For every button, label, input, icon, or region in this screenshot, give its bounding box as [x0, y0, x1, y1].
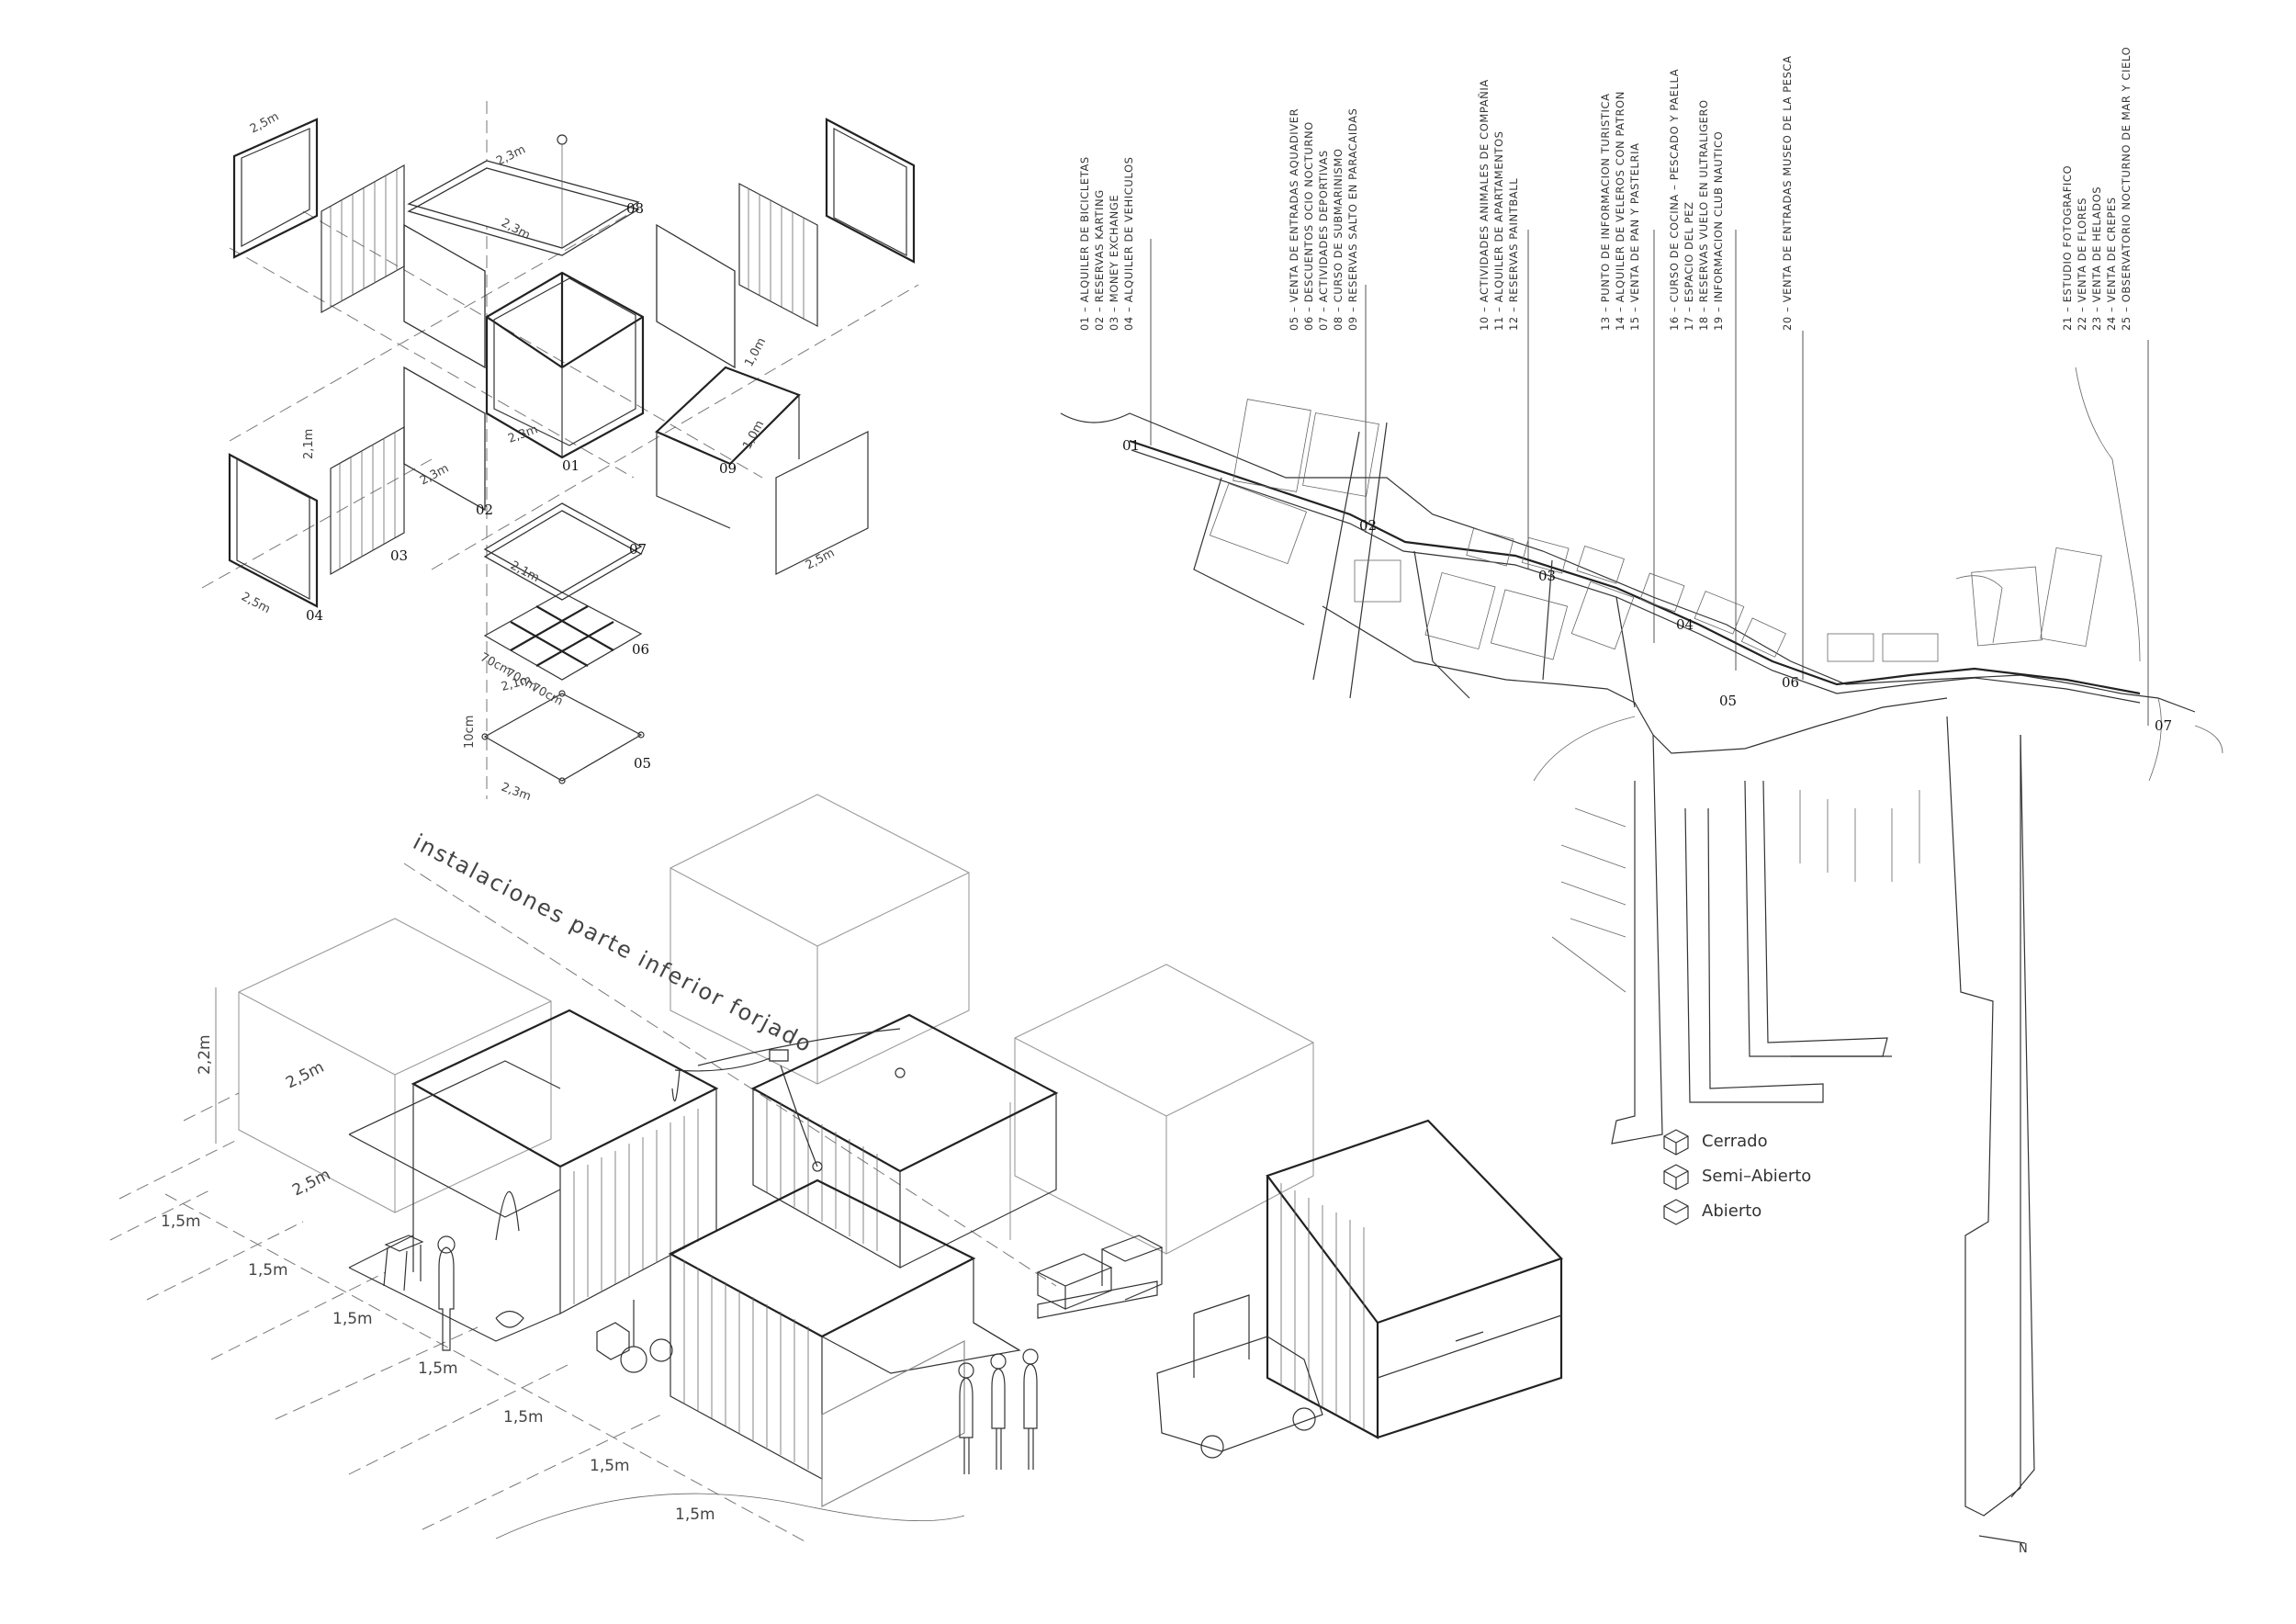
service-item: 14 – ALQUILER DE VELEROS CON PATRON — [1614, 91, 1626, 331]
dimension: 2,3m — [418, 462, 451, 489]
base-05 — [481, 690, 645, 784]
dimension: 1,5m — [418, 1359, 458, 1378]
service-item: 21 – ESTUDIO FOTOGRAFICO — [2061, 165, 2074, 331]
frame-cube-01 — [485, 271, 645, 459]
legend-item-open: Abierto — [1663, 1199, 1761, 1225]
dimension: 2,5m — [239, 590, 272, 616]
legend-label: Cerrado — [1702, 1132, 1768, 1151]
location-label: 06 — [1782, 674, 1799, 691]
people-silhouettes — [437, 1235, 1039, 1474]
service-item: 20 – VENTA DE ENTRADAS MUSEO DE LA PESCA — [1781, 55, 1794, 331]
dimension: 2,3m — [494, 142, 528, 168]
installation-note: instalaciones parte inferior forjado — [409, 829, 816, 1057]
service-item: 22 – VENTA DE FLORES — [2076, 197, 2088, 331]
part-label: 09 — [719, 460, 737, 477]
service-item: 08 – CURSO DE SUBMARINISMO — [1332, 148, 1345, 331]
part-label: 04 — [306, 607, 323, 624]
part-label: 05 — [634, 755, 651, 772]
exploded-module: 08 01 02 03 04 05 06 07 09 2,5m 2,3m 2,3… — [201, 101, 919, 804]
part-label: 07 — [629, 541, 647, 558]
service-item: 11 – ALQUILER DE APARTAMENTOS — [1492, 130, 1505, 331]
service-item: 06 – DESCUENTOS OCIO NOCTURNO — [1302, 121, 1315, 331]
legend-label: Abierto — [1702, 1201, 1761, 1221]
dimension: 1,5m — [675, 1506, 715, 1524]
grid-06 — [483, 592, 643, 681]
dimension: 2,2m — [196, 1034, 214, 1075]
service-item: 01 – ALQUILER DE BICICLETAS — [1078, 156, 1091, 331]
module-closed — [1266, 1119, 1563, 1439]
roof-plate-08 — [407, 134, 640, 256]
location-label: 05 — [1719, 693, 1737, 709]
site-plan: 01 02 03 04 05 06 07 N — [1060, 367, 2223, 1556]
service-item: 04 – ALQUILER DE VEHICULOS — [1122, 157, 1135, 332]
frame-panel-04 — [228, 118, 319, 608]
dimension: 1,0m — [742, 335, 769, 368]
awning-09 — [655, 366, 801, 529]
service-item: 03 – MONEY EXCHANGE — [1108, 195, 1120, 331]
module-left — [348, 1009, 719, 1342]
dimension: 1,5m — [503, 1408, 544, 1427]
dimension: 2,3m — [506, 423, 539, 445]
location-label: 07 — [2155, 717, 2172, 734]
service-item: 13 – PUNTO DE INFORMACION TURISTICA — [1599, 93, 1612, 331]
dimension: 2,5m — [289, 1166, 333, 1201]
part-label: 08 — [626, 200, 644, 217]
dimension: 1,0m — [740, 418, 767, 451]
service-item: 18 – RESERVAS VUELO EN ULTRALIGERO — [1697, 99, 1710, 331]
dimension: 10cm — [463, 716, 477, 749]
dimension: 2,5m — [248, 110, 281, 137]
service-item: 25 – OBSERVATORIO NOCTURNO DE MAR Y CIEL… — [2120, 47, 2133, 331]
cube-semi-open-icon — [1663, 1164, 1689, 1190]
location-label: 02 — [1359, 517, 1377, 534]
north-label: N — [2019, 1542, 2028, 1556]
service-item: 10 – ACTIVIDADES ANIMALES DE COMPAÑIA — [1477, 79, 1491, 331]
part-label: 03 — [390, 547, 408, 564]
north-arrow-icon: N — [1978, 1535, 2028, 1556]
dimension: 1,5m — [590, 1457, 630, 1475]
part-label: 01 — [562, 457, 580, 474]
service-item: 09 – RESERVAS SALTO EN PARACAIDAS — [1346, 108, 1359, 331]
legend-label: Semi–Abierto — [1702, 1167, 1811, 1186]
service-item: 16 – CURSO DE COCINA – PESCADO Y PAELLA — [1668, 69, 1681, 331]
dimension: 1,5m — [332, 1310, 373, 1328]
dimension: 2,5m — [283, 1058, 327, 1093]
floor-plate-07 — [483, 502, 643, 601]
legend: Cerrado Semi–Abierto Abierto — [1663, 1129, 1811, 1225]
legend-item-closed: Cerrado — [1663, 1129, 1768, 1156]
dimension: 1,5m — [248, 1261, 288, 1280]
part-label: 06 — [632, 641, 649, 658]
location-label: 03 — [1538, 568, 1556, 584]
dimension: 2,3m — [500, 781, 533, 804]
props — [383, 1235, 673, 1373]
dimension: 2,1m — [302, 429, 316, 459]
service-item: 12 – RESERVAS PAINTBALL — [1507, 178, 1520, 331]
location-label: 01 — [1122, 437, 1140, 454]
service-item: 02 – RESERVAS KARTING — [1093, 189, 1106, 331]
forklift — [1156, 1294, 1323, 1459]
location-label: 04 — [1676, 616, 1694, 633]
service-item: 19 – INFORMACION CLUB NAUTICO — [1712, 131, 1725, 331]
dimension: 2,5m — [804, 547, 837, 573]
dimension: 70cm — [529, 681, 565, 708]
corrugated-panel-02 — [321, 164, 405, 576]
service-item: 15 – VENTA DE PAN Y PASTELRIA — [1628, 142, 1641, 331]
module-middle — [750, 1013, 1059, 1269]
cube-open-icon — [1663, 1199, 1689, 1225]
service-item: 17 – ESPACIO DEL PEZ — [1683, 201, 1695, 331]
service-item: 07 – ACTIVIDADES DEPORTIVAS — [1317, 150, 1330, 331]
part-label: 02 — [476, 502, 493, 518]
pallets — [1036, 1235, 1164, 1319]
assembly-axonometric: instalaciones parte inferior forjado 2,2… — [109, 794, 1563, 1544]
service-item: 24 – VENTA DE CREPES — [2105, 197, 2118, 331]
cube-closed-icon — [1663, 1129, 1689, 1156]
dimension: 1,5m — [161, 1212, 201, 1231]
service-item: 05 – VENTA DE ENTRADAS AQUADIVER — [1288, 108, 1300, 331]
module-front — [668, 1161, 1021, 1507]
legend-item-semi-open: Semi–Abierto — [1663, 1164, 1811, 1190]
services-list: 01 – ALQUILER DE BICICLETAS 02 – RESERVA… — [1078, 47, 2149, 726]
service-item: 23 – VENTA DE HELADOS — [2090, 186, 2103, 331]
